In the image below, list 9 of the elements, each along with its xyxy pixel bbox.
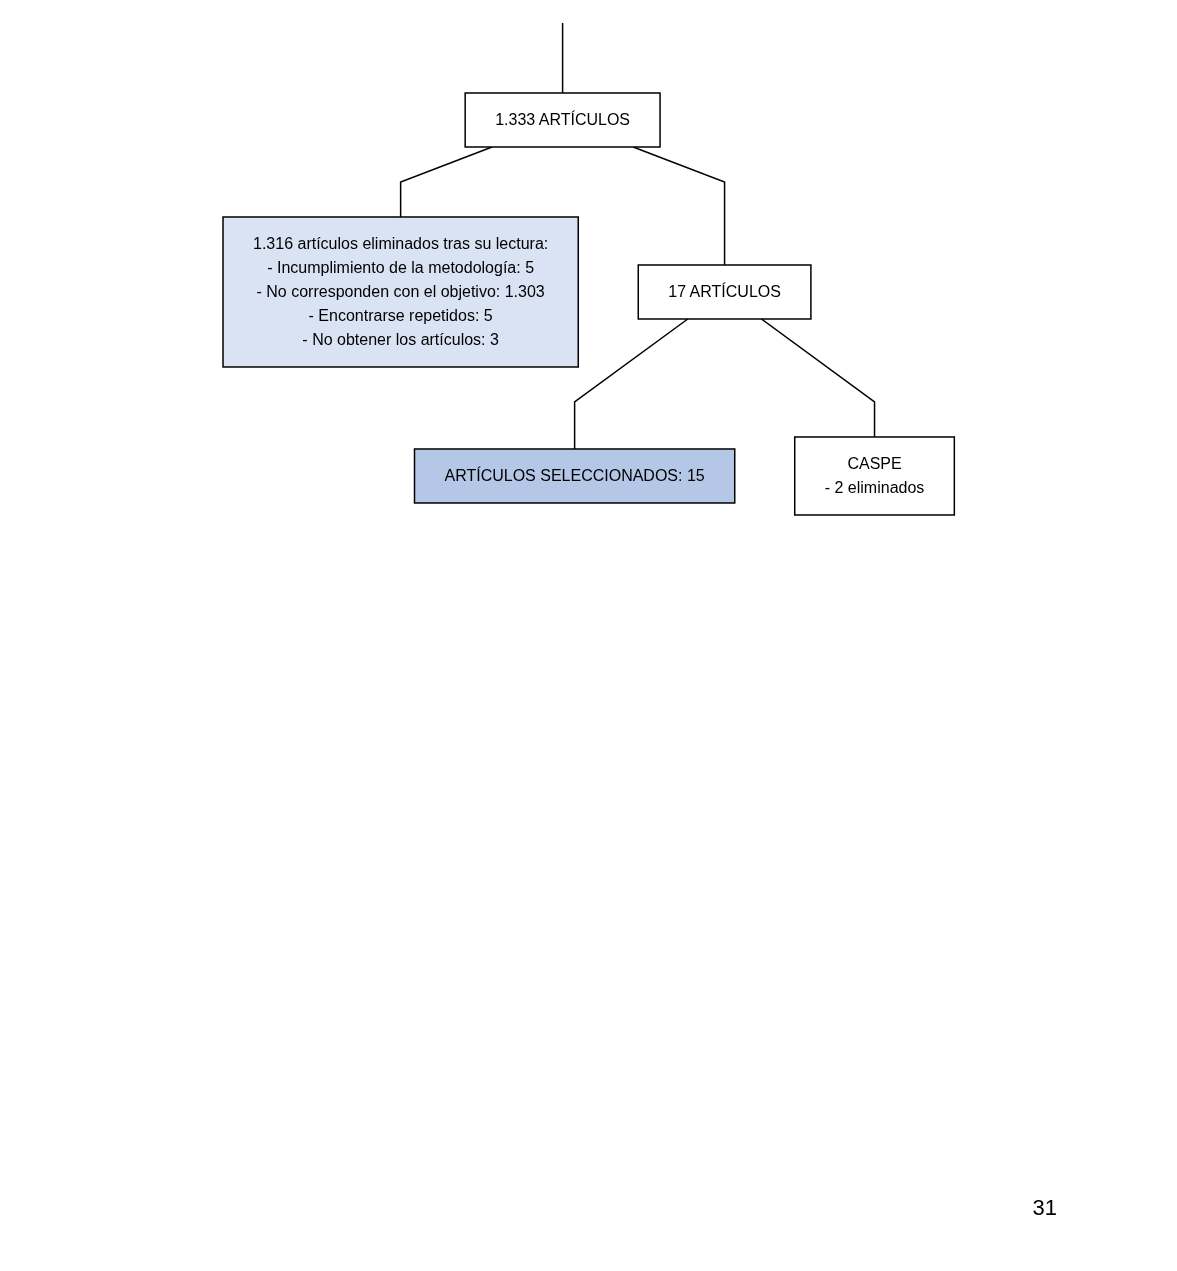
- connector: [760, 318, 876, 438]
- connector: [561, 22, 564, 94]
- connector: [573, 318, 689, 450]
- node-box: 1.333 ARTÍCULOS: [464, 92, 661, 148]
- page-number: 31: [1032, 1195, 1057, 1221]
- node-box: 1.316 artículos eliminados tras su lectura: - Incumplimiento de la metodología: 5 - No corresponden con el objetivo: 1.303 - Encontrarse repetidos: 5 - No obtener los artículos: 3: [222, 216, 579, 368]
- node-box: 17 ARTÍCULOS: [637, 264, 812, 320]
- node-box: ARTÍCULOS SELECCIONADOS: 15: [413, 448, 736, 504]
- node-box: CASPE - 2 eliminados: [793, 436, 955, 516]
